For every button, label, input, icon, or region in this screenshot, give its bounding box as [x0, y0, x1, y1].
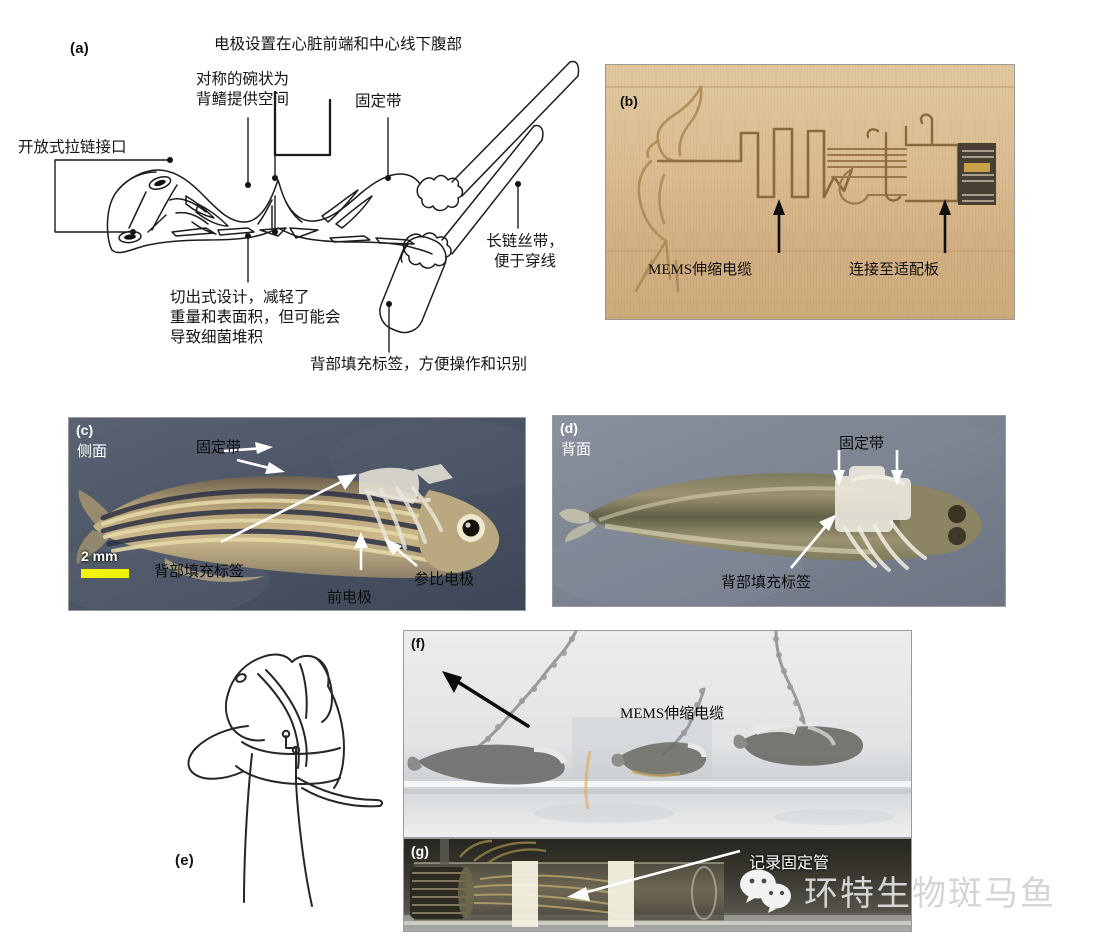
- wechat-icon: [740, 869, 791, 913]
- panel-c-view-label: 侧面: [77, 444, 108, 460]
- panel-b-label-adapter-board: 连接至适配板: [849, 262, 940, 278]
- annotation-symmetric-bowl: 对称的碗状为 背鳍提供空间: [196, 71, 290, 108]
- annotation-long-ribbon: 长链丝带， 便于穿线: [486, 233, 564, 270]
- panel-d-label-fixing-band: 固定带: [839, 436, 885, 452]
- panel-g-label-recording-tube: 记录固定管: [749, 855, 830, 872]
- panel-d-tag: (d): [560, 420, 578, 436]
- watermark-text: 环特生物斑马鱼: [804, 874, 1056, 914]
- panel-c-label-fixing-band: 固定带: [196, 440, 242, 456]
- annotation-fixing-band: 固定带: [355, 93, 402, 110]
- panel-b-artwork: [606, 65, 1014, 319]
- annotation-cutout-design: 切出式设计，减轻了 重量和表面积，但可能会 导致细菌堆积: [170, 289, 341, 346]
- panel-d-label-back-label: 背部填充标签: [721, 575, 812, 591]
- panel-b-label-mems-cable: MEMS伸缩电缆: [648, 262, 753, 278]
- panel-c-photo: (c) 侧面 2 mm 固定带 背部填充标签 前电极 参比电极: [68, 417, 526, 611]
- panel-g-photo: (g) 记录固定管: [403, 838, 912, 932]
- panel-c-artwork: [69, 418, 525, 610]
- device-line-drawing: [54, 60, 580, 353]
- panel-c-label-reference-electrode: 参比电极: [414, 572, 475, 588]
- panel-a-tag: (a): [70, 40, 89, 57]
- annotation-back-label: 背部填充标签，方便操作和识别: [310, 356, 528, 373]
- panel-c-label-front-electrode: 前电极: [327, 590, 373, 606]
- panel-d-photo: (d) 背面 固定带 背部填充标签: [552, 415, 1006, 607]
- annotation-electrode-placement: 电极设置在心脏前端和中心线下腹部: [213, 36, 462, 53]
- panel-d-artwork: [553, 416, 1005, 606]
- panel-c-label-back-label: 背部填充标签: [154, 564, 245, 580]
- annotation-zipper-port: 开放式拉链接口: [18, 139, 127, 156]
- watermark: 环特生物斑马鱼: [736, 866, 1056, 915]
- panel-c-tag: (c): [76, 422, 94, 438]
- panel-e-tag: (e): [175, 852, 194, 869]
- panel-f-label-mems-cable: MEMS伸缩电缆: [620, 706, 725, 722]
- panel-e: (e): [140, 630, 420, 930]
- panel-e-line-drawing: [187, 653, 384, 907]
- panel-f-tag: (f): [411, 635, 425, 651]
- panel-b-tag: (b): [620, 93, 638, 109]
- panel-b-photo: (b) MEMS伸缩电缆 连接至适配板: [605, 64, 1015, 320]
- panel-d-view-label: 背面: [561, 442, 592, 458]
- panel-g-tag: (g): [411, 843, 429, 859]
- panel-c-scale-bar-text: 2 mm: [81, 548, 118, 564]
- panel-g-artwork: [404, 839, 911, 931]
- panel-f-photo: (f) MEMS伸缩电缆: [403, 630, 912, 838]
- panel-f-artwork: [404, 631, 911, 837]
